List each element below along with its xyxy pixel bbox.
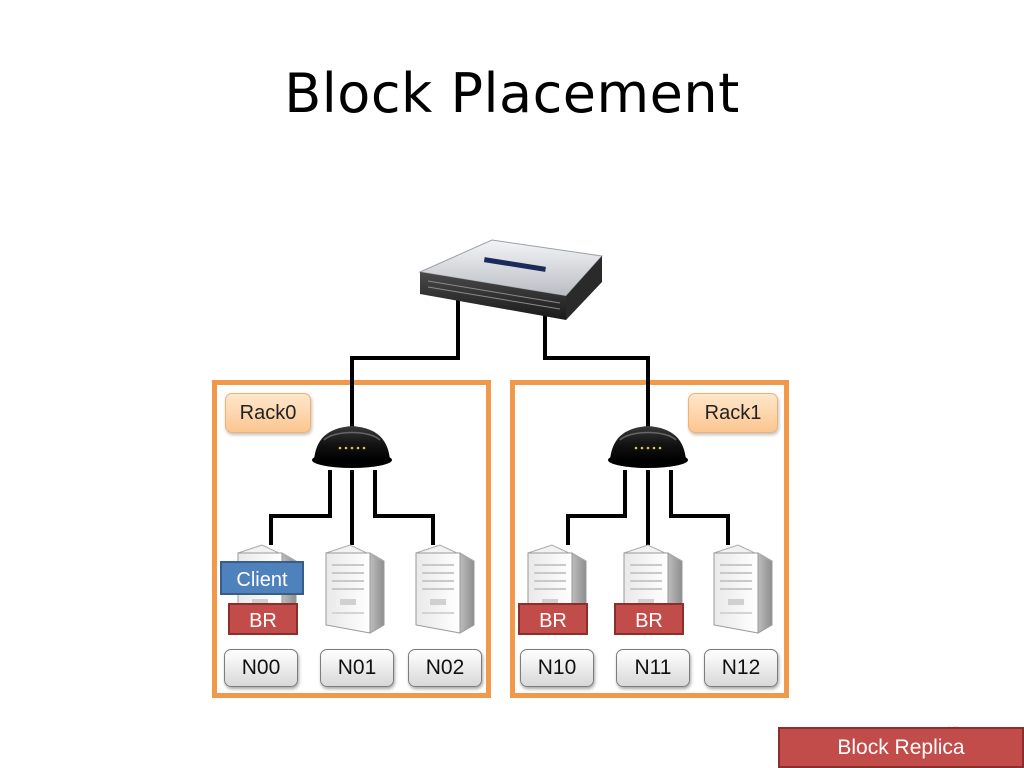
cables	[269, 300, 730, 545]
server-icon	[713, 544, 773, 634]
uplink-cable-rack1	[543, 300, 650, 428]
node-label-n01: N01	[320, 649, 394, 687]
client-tag: Client	[220, 561, 304, 595]
block-replica-tag-n11: BR	[614, 603, 684, 635]
node-label-n00: N00	[224, 649, 298, 687]
rack0-label: Rack0	[225, 393, 311, 433]
cable-n12	[669, 470, 730, 545]
node-label-n02: N02	[408, 649, 482, 687]
slide-title: Block Placement	[284, 62, 740, 125]
rack-switch-icon	[311, 425, 393, 469]
core-switch-icon	[418, 239, 603, 320]
node-label-n11: N11	[616, 649, 690, 687]
node-label-n12: N12	[704, 649, 778, 687]
cable-n10	[566, 470, 627, 545]
block-replica-tag-n10: BR	[518, 603, 588, 635]
block-replica-tag-n00: BR	[228, 603, 298, 635]
cable-n02	[373, 470, 435, 545]
legend-block-replica: Block Replica	[778, 727, 1024, 768]
server-icon	[415, 544, 475, 634]
rack1-label: Rack1	[688, 393, 778, 433]
cable-n00	[269, 470, 332, 545]
server-icon	[325, 544, 385, 634]
rack-switch-icon	[607, 425, 689, 469]
node-label-n10: N10	[520, 649, 594, 687]
uplink-cable-rack0	[350, 300, 460, 428]
